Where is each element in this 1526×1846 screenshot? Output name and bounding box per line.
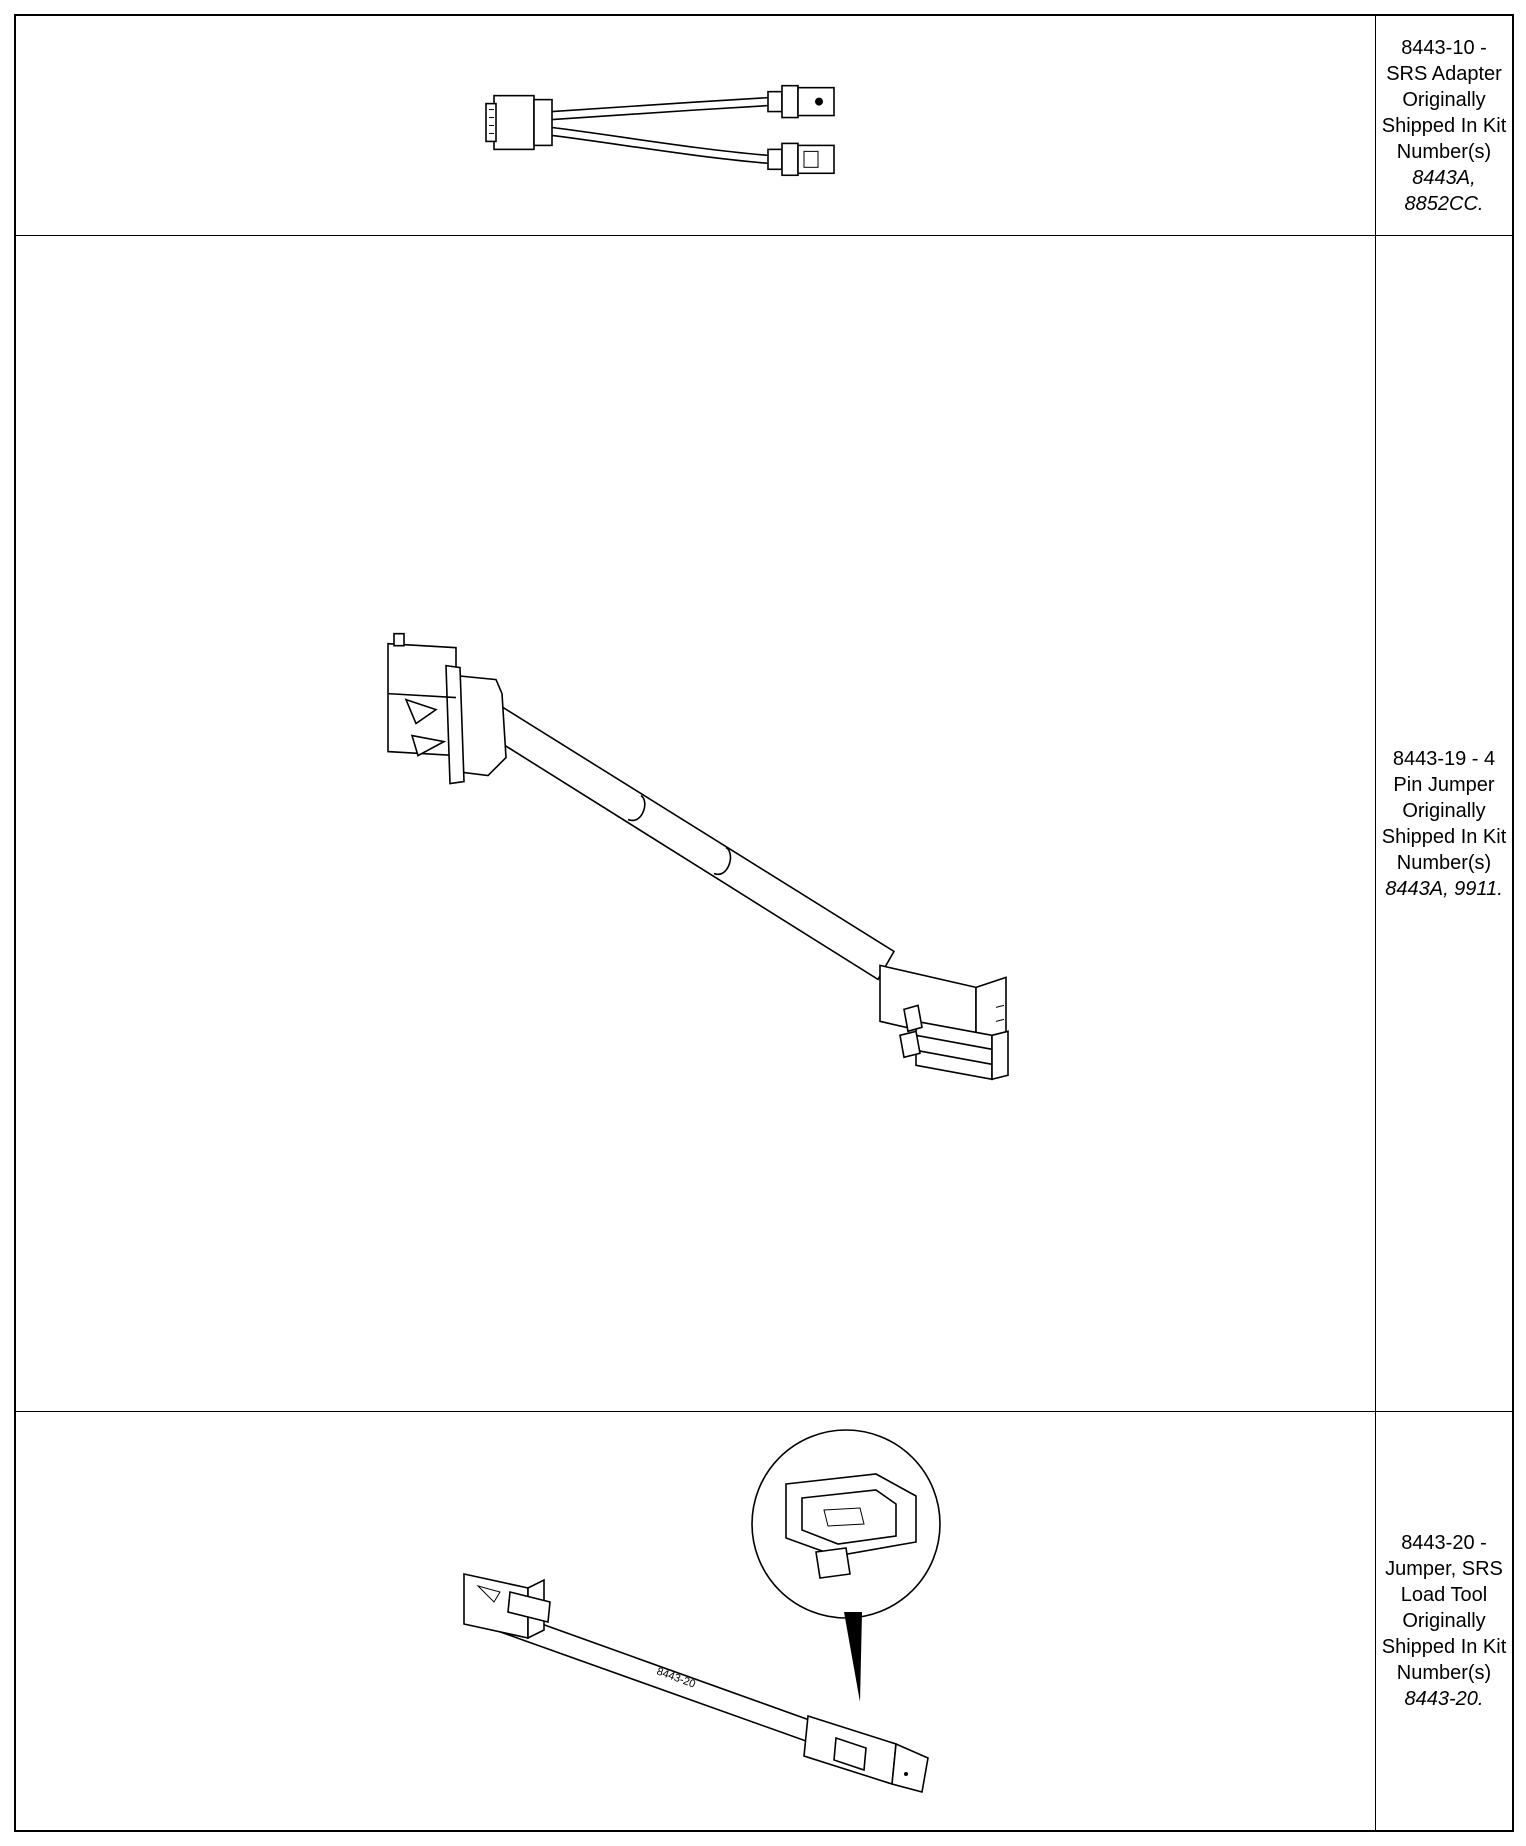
shipped-in-label: Originally Shipped In Kit Number(s) (1381, 1610, 1507, 1684)
description-cell: 8443-20 - Jumper, SRS Load Tool Original… (1376, 1412, 1512, 1830)
description-cell: 8443-19 - 4 Pin Jumper Originally Shippe… (1376, 236, 1512, 1411)
kit-numbers: 8443A, 8852CC. (1404, 166, 1484, 215)
kit-numbers: 8443A, 9911. (1385, 877, 1503, 900)
item-title: 8443-20 - Jumper, SRS Load Tool (1385, 1532, 1503, 1606)
image-cell (16, 16, 1376, 235)
item-description: 8443-20 - Jumper, SRS Load Tool Original… (1380, 1530, 1508, 1712)
shipped-in-label: Originally Shipped In Kit Number(s) (1381, 799, 1507, 874)
shipped-in-label: Originally Shipped In Kit Number(s) (1381, 88, 1507, 163)
tool-catalog-table: 8443-10 - SRS Adapter Originally Shipped… (14, 14, 1514, 1832)
image-cell (16, 236, 1376, 1411)
4-pin-jumper-illustration (387, 632, 1009, 1081)
image-cell: 8443-20 (16, 1412, 1376, 1830)
kit-numbers: 8443-20. (1404, 1688, 1484, 1710)
srs-adapter-illustration (485, 84, 835, 177)
table-row: 8443-19 - 4 Pin Jumper Originally Shippe… (16, 236, 1512, 1412)
item-description: 8443-19 - 4 Pin Jumper Originally Shippe… (1380, 746, 1508, 902)
item-title: 8443-19 - 4 Pin Jumper (1392, 747, 1496, 796)
table-row: 8443-20 8443-20 - Jumper, SRS Load Tool … (16, 1412, 1512, 1830)
description-cell: 8443-10 - SRS Adapter Originally Shipped… (1376, 16, 1512, 235)
item-description: 8443-10 - SRS Adapter Originally Shipped… (1380, 35, 1508, 217)
table-row: 8443-10 - SRS Adapter Originally Shipped… (16, 16, 1512, 236)
item-title: 8443-10 - SRS Adapter (1386, 36, 1502, 85)
srs-load-tool-jumper-illustration: 8443-20 (463, 1429, 941, 1793)
